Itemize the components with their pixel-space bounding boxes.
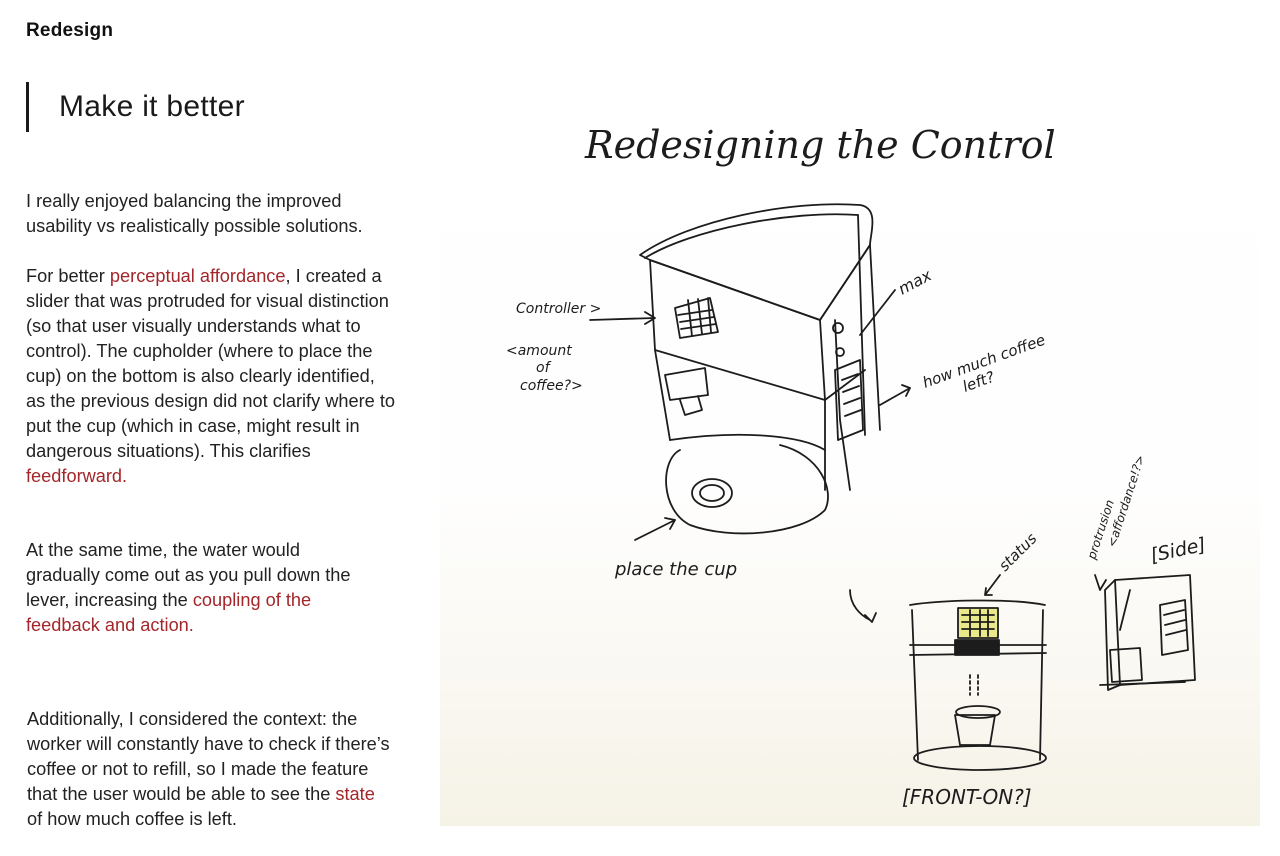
feedforward-highlight: feedforward. bbox=[26, 466, 128, 486]
annotation-status: status bbox=[995, 529, 1040, 574]
paragraph-context-text-2: of how much coffee is left. bbox=[27, 809, 237, 829]
annotation-max: max bbox=[895, 265, 935, 298]
paragraph-context-text-1: Additionally, I considered the context: … bbox=[27, 709, 390, 804]
annotation-side: [Side] bbox=[1148, 534, 1207, 567]
section-label: Redesign bbox=[26, 20, 114, 41]
sketch-title: Redesigning the Control bbox=[584, 123, 1056, 167]
paragraph-coupling: At the same time, the water would gradua… bbox=[26, 538, 371, 638]
coffee-machine-sketch: Redesigning the Control Controller > <am… bbox=[506, 123, 1208, 809]
perceptual-affordance-highlight: perceptual affordance bbox=[109, 266, 286, 286]
annotation-amount-1: <amount bbox=[506, 343, 572, 359]
paragraph-context: Additionally, I considered the context: … bbox=[27, 707, 392, 832]
state-highlight: state bbox=[335, 784, 375, 804]
annotation-amount-3: coffee?> bbox=[520, 378, 583, 394]
paragraph-affordance: For better perceptual affordance, I crea… bbox=[26, 264, 398, 489]
paragraph-affordance-text-1: For better bbox=[26, 266, 110, 286]
paragraph-affordance-text-2: , I created a slider that was protruded … bbox=[26, 266, 396, 461]
annotation-place-cup: place the cup bbox=[614, 559, 737, 580]
heading-accent-bar bbox=[26, 82, 29, 132]
sketch-image: Redesigning the Control Controller > <am… bbox=[440, 70, 1260, 826]
annotation-controller: Controller > bbox=[516, 301, 601, 317]
annotation-front-on: [FRONT-ON?] bbox=[902, 785, 1032, 809]
paragraph-intro: I really enjoyed balancing the improved … bbox=[26, 191, 363, 236]
page-title: Make it better bbox=[59, 90, 245, 123]
coupling-highlight: coupling of the feedback and action. bbox=[26, 590, 312, 635]
annotation-amount-2: of bbox=[536, 360, 552, 376]
paragraph-coupling-text: At the same time, the water would gradua… bbox=[26, 540, 351, 610]
heading-block: Make it better bbox=[26, 82, 245, 132]
